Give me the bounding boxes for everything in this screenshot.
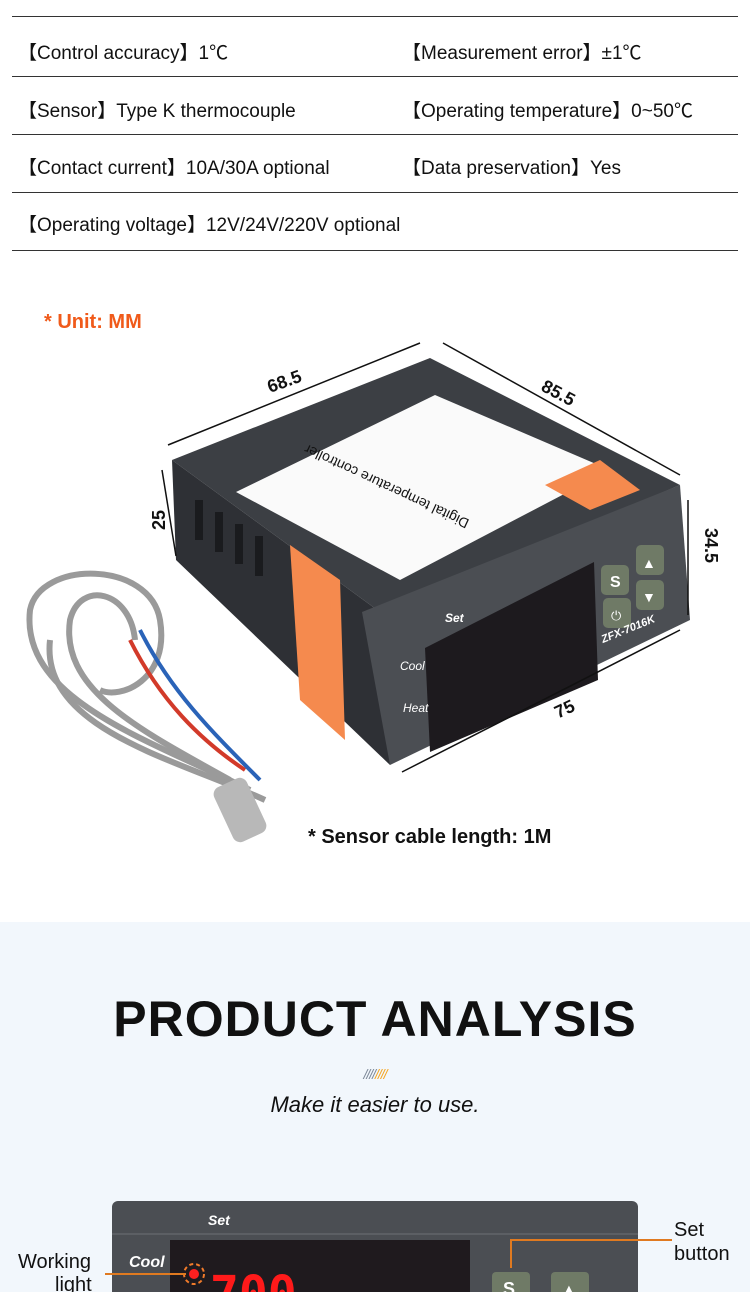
down-key xyxy=(636,580,664,610)
s-key-label: S xyxy=(610,574,621,591)
slashes-gray: //// xyxy=(363,1066,376,1082)
blue-wire xyxy=(138,629,262,782)
cool-label: Cool xyxy=(400,659,425,673)
dim-depth: 85.5 xyxy=(538,376,578,410)
vent-slots xyxy=(195,500,263,576)
spec-operating-voltage: 【Operating voltage】12V/24V/220V optional xyxy=(18,215,401,236)
divider xyxy=(12,76,738,77)
section-title: PRODUCT ANALYSIS xyxy=(113,991,637,1047)
red-wire xyxy=(128,639,247,772)
dimension-lines xyxy=(161,342,689,773)
spec-measurement-error: 【Measurement error】±1℃ xyxy=(402,43,642,64)
divider xyxy=(12,192,738,193)
divider xyxy=(12,250,738,251)
set-label: Set xyxy=(445,611,465,625)
display xyxy=(425,562,598,752)
power-icon: ⏻ xyxy=(611,608,621,623)
probe xyxy=(213,777,267,843)
divider xyxy=(12,134,738,135)
spec-control-accuracy: 【Control accuracy】1℃ xyxy=(18,43,229,64)
s-key xyxy=(601,565,629,595)
down-arrow-icon: ▼ xyxy=(642,589,656,605)
mounting-clip-right xyxy=(545,460,640,510)
dim-height-right: 34.5 xyxy=(701,528,721,563)
power-key xyxy=(603,598,631,628)
divider xyxy=(12,16,738,17)
spec-contact-current: 【Contact current】10A/30A optional xyxy=(18,158,330,179)
spec-sensor: 【Sensor】Type K thermocouple xyxy=(18,101,296,122)
cable-length-note: * Sensor cable length: 1M xyxy=(308,826,552,848)
spec-operating-temperature: 【Operating temperature】0~50℃ xyxy=(402,101,693,122)
dim-front-width: 75 xyxy=(551,696,578,723)
up-arrow-icon: ▲ xyxy=(642,555,656,571)
device-label xyxy=(236,395,610,580)
heat-label: Heat xyxy=(403,701,429,715)
dim-height-left: 25 xyxy=(149,510,169,530)
slashes-orange: //// xyxy=(375,1066,388,1082)
spec-data-preservation: 【Data preservation】Yes xyxy=(402,158,621,179)
section-subtitle: Make it easier to use. xyxy=(270,1092,480,1117)
unit-note: * Unit: MM xyxy=(44,311,142,333)
decorative-slashes: //////// xyxy=(0,1066,750,1082)
mounting-clip-left xyxy=(290,545,345,740)
product-dimension-illustration: Digital temperature controller Set Cool … xyxy=(26,342,721,843)
up-key xyxy=(636,545,664,575)
